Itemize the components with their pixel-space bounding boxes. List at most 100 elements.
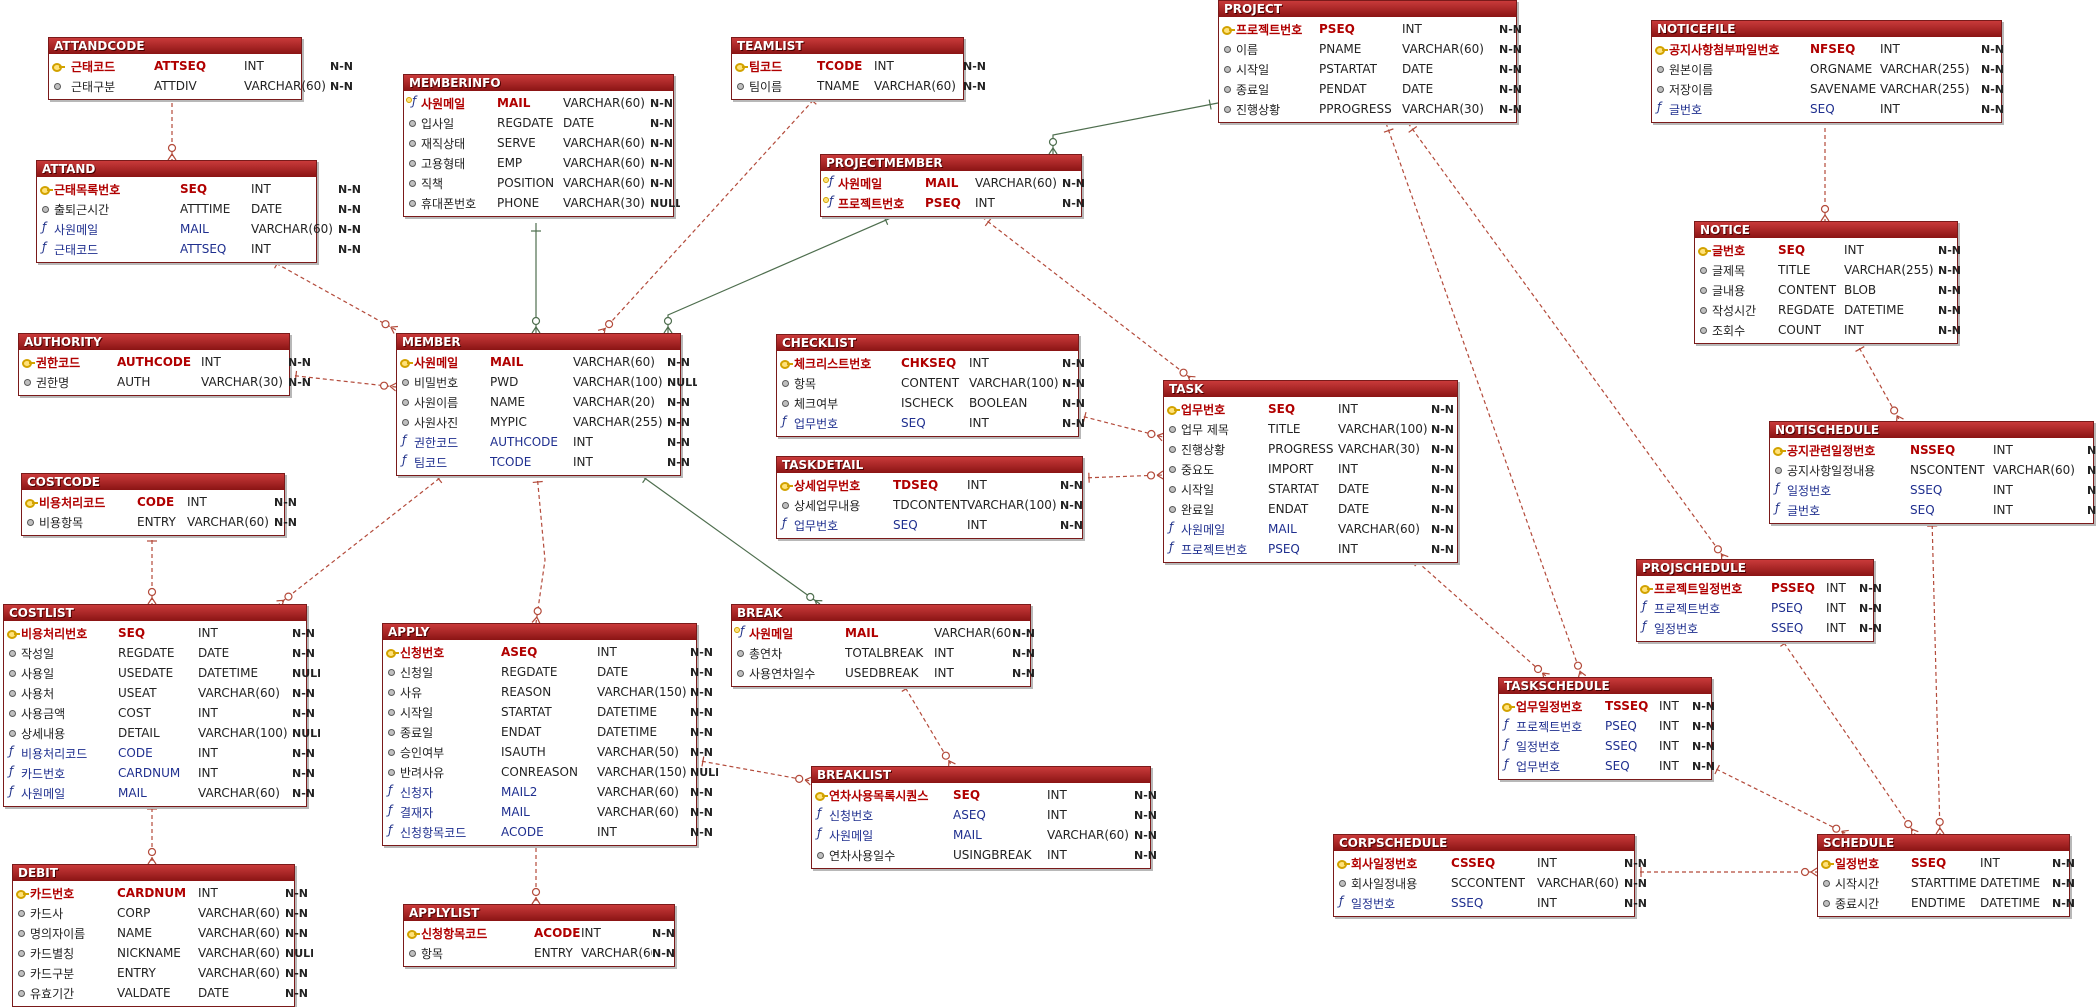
entity-projschedule[interactable]: PROJSCHEDULE 프로젝트일정번호PSSEQINTN-N프로젝트번호PS… — [1636, 559, 1874, 642]
entity-projectmember[interactable]: PROJECTMEMBER 사원메일MAILVARCHAR(60)N-N프로젝트… — [820, 154, 1082, 217]
column-row[interactable]: 사용일USEDATEDATETIMENULL — [6, 663, 304, 683]
entity-memberinfo[interactable]: MEMBERINFO 사원메일MAILVARCHAR(60)N-N입사일REGD… — [403, 74, 674, 217]
entity-noticeschedule[interactable]: NOTISCHEDULE 공지관련일정번호NSSEQINTN-N공지사항일정내용… — [1769, 421, 2094, 524]
